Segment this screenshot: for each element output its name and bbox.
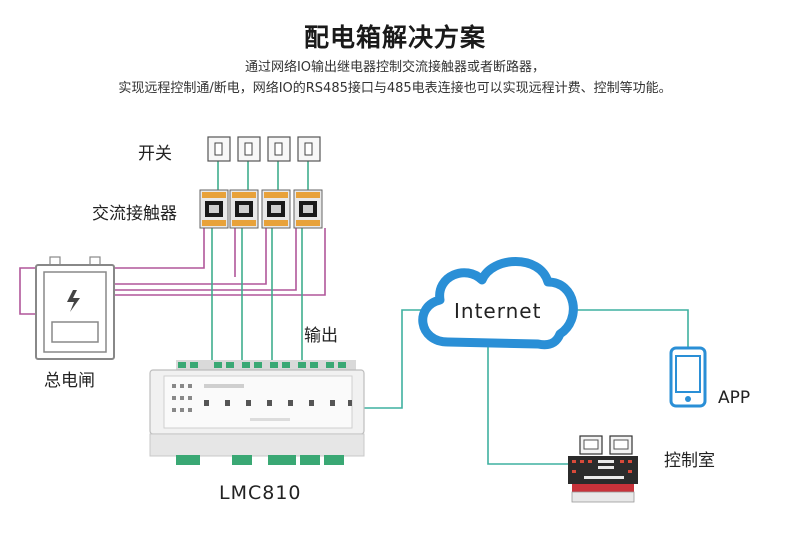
network-lines <box>364 309 689 465</box>
label-internet: Internet <box>454 299 542 323</box>
control-console-icon <box>568 435 638 503</box>
cloud-icon <box>418 257 578 350</box>
label-main-breaker: 总电闸 <box>44 371 95 391</box>
label-control-room: 控制室 <box>664 451 715 471</box>
power-lines <box>19 228 326 315</box>
smartphone-icon <box>669 346 707 408</box>
label-contactor: 交流接触器 <box>92 204 177 224</box>
label-app: APP <box>718 388 751 408</box>
subtitle-line-1: 通过网络IO输出继电器控制交流接触器或者断路器， <box>244 60 546 75</box>
contactor-icon <box>199 189 323 229</box>
power-box-icon <box>35 256 115 360</box>
subtitle-line-2: 实现远程控制通/断电，网络IO的RS485接口与485电表连接也可以实现远程计费… <box>118 81 672 96</box>
label-device-model: LMC810 <box>219 482 302 504</box>
label-switch: 开关 <box>138 144 172 164</box>
page-title: 配电箱解决方案 <box>303 23 486 52</box>
wall-switch-icon <box>207 136 321 162</box>
label-output: 输出 <box>304 326 338 346</box>
lmc810-device <box>149 360 365 465</box>
signal-lines <box>211 160 309 362</box>
